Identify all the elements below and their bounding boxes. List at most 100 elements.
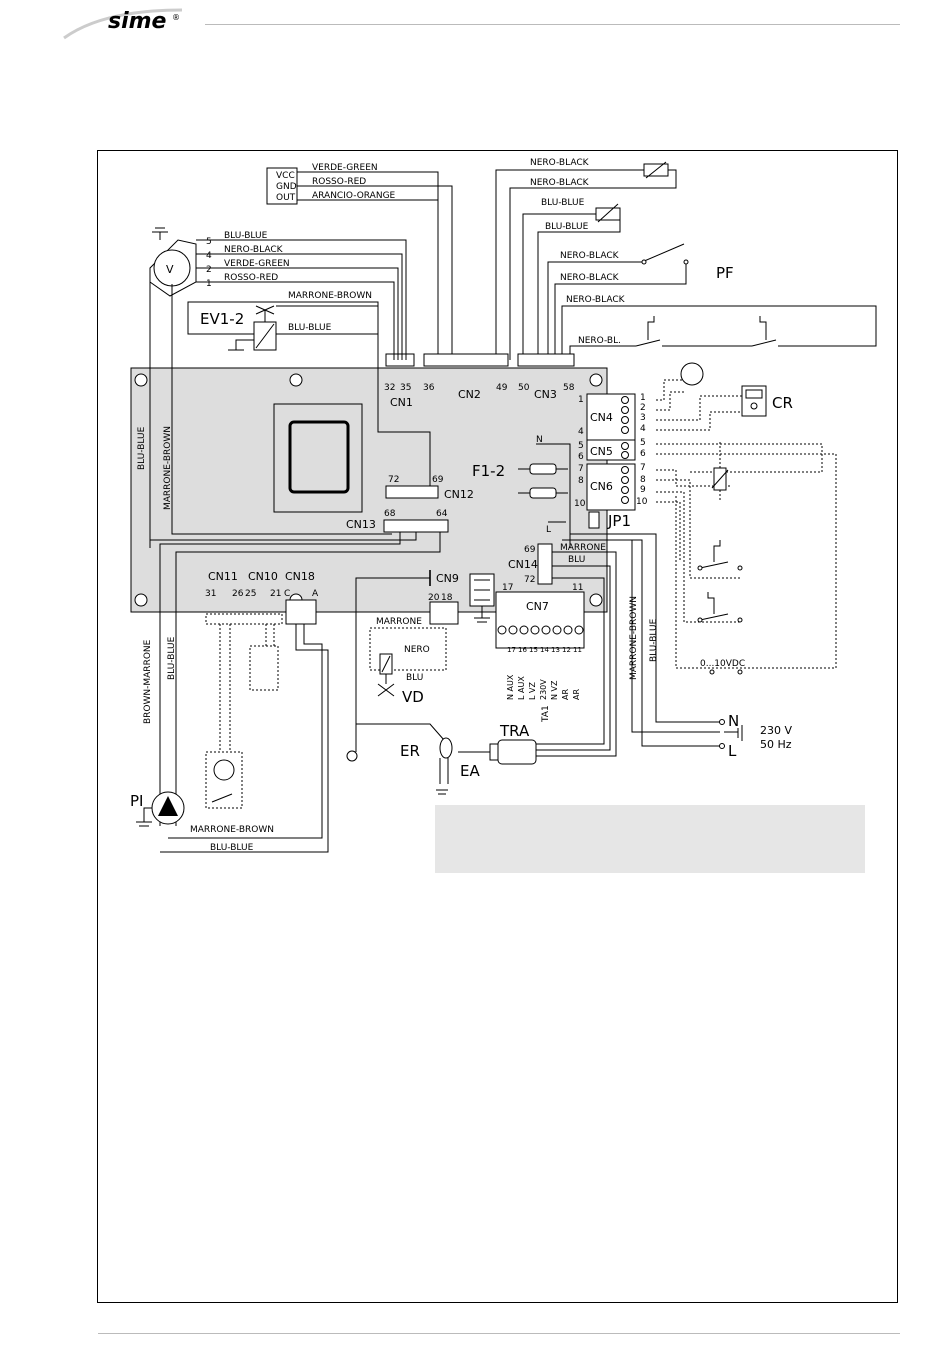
cn11-cn10-connector (205, 613, 283, 625)
analog-input-label: 0...10VDC (700, 659, 745, 669)
wire-nero-black-label: NERO-BLACK (530, 178, 590, 188)
wire-blu-blue-label: BLU-BLUE (541, 198, 585, 208)
svg-text:5: 5 (640, 438, 646, 448)
cn7-label: CN7 (526, 600, 549, 613)
pin-label: 58 (563, 383, 575, 393)
wire-marrone-brown-label: MARRONE-BROWN (190, 825, 274, 835)
wire-blu-blue-label: BLU-BLUE (649, 618, 659, 662)
gas-valve-box (369, 627, 447, 671)
cn7-terminal-number: 14 (540, 646, 549, 654)
svg-text:11: 11 (572, 583, 583, 593)
control-board (130, 367, 608, 613)
sensor-gnd-label: GND (276, 182, 297, 192)
wire-arancio-orange-label: ARANCIO-ORANGE (312, 191, 396, 201)
cn1-label: CN1 (390, 396, 413, 409)
wire-verde-green-label: VERDE-GREEN (312, 163, 378, 173)
wire-marrone-brown-label: MARRONE-BROWN (163, 426, 173, 510)
cn7-terminal-label: AR (572, 689, 581, 700)
ignition-transformer (497, 739, 537, 765)
wire-nero-black-label: NERO-BLACK (224, 245, 284, 255)
svg-text:5: 5 (578, 441, 584, 451)
svg-text:26: 26 (232, 589, 244, 599)
cn7-terminal-number: 17 (507, 646, 516, 654)
vd-label: VD (402, 688, 424, 706)
cn7-terminal-label: L VZ (528, 682, 537, 700)
cn6-label: CN6 (590, 480, 613, 493)
ignition-terminal (346, 750, 358, 762)
svg-text:17: 17 (502, 583, 513, 593)
svg-text:C: C (284, 589, 290, 599)
svg-text:9: 9 (640, 485, 646, 495)
svg-text:8: 8 (578, 476, 584, 486)
cn2-label: CN2 (458, 388, 481, 401)
pump-label: PI (130, 792, 143, 810)
diagram-frame (97, 150, 898, 1303)
svg-text:10: 10 (574, 499, 586, 509)
cn7-terminal-number: 13 (551, 646, 560, 654)
cn14-label: CN14 (508, 558, 538, 571)
l-terminal-label: L (546, 525, 551, 535)
mains-voltage-label: 230 V (760, 724, 792, 737)
pin-label: 49 (496, 383, 508, 393)
mains-l-label: L (728, 742, 737, 760)
svg-text:4: 4 (206, 251, 212, 261)
cn3-label: CN3 (534, 388, 557, 401)
svg-text:1: 1 (640, 393, 646, 403)
sensor-vcc-label: VCC (276, 171, 295, 181)
wire-blu-label: BLU (406, 673, 423, 683)
jp1-label: JP1 (607, 512, 631, 530)
cn11-label: CN11 (208, 570, 238, 583)
wire-nero-black-label: NERO-BLACK (530, 158, 590, 168)
svg-text:68: 68 (384, 509, 396, 519)
wire-blu-label: BLU (568, 555, 585, 565)
annotation-box (435, 805, 865, 873)
cn1-connector (385, 353, 415, 367)
mount-hole (134, 593, 148, 607)
cn18-connector (285, 599, 317, 625)
n-terminal-label: N (536, 435, 543, 445)
sime-logo: sime ® (63, 8, 183, 40)
svg-text:7: 7 (578, 464, 584, 474)
cn4-label: CN4 (590, 411, 613, 424)
cn7-terminal-label: L AUX (517, 676, 526, 700)
cn7-terminal-label: N AUX (506, 674, 515, 700)
cn13-connector (383, 519, 449, 533)
svg-text:A: A (312, 589, 319, 599)
svg-text:72: 72 (388, 475, 399, 485)
cn18-label: CN18 (285, 570, 315, 583)
svg-text:5: 5 (206, 237, 212, 247)
wire-nero-black-label: NERO-BLACK (560, 251, 620, 261)
jp1-jumper (588, 511, 600, 529)
wire-marrone-label: MARRONE (560, 543, 606, 553)
cn7-terminal-number: 16 (518, 646, 527, 654)
svg-text:3: 3 (640, 413, 646, 423)
er-label: ER (400, 742, 420, 760)
brand-registered: ® (172, 13, 180, 22)
ea-label: EA (460, 762, 480, 780)
cn14-connector (537, 543, 553, 585)
wire-nero-bl-label: NERO-BL. (578, 336, 621, 346)
wire-marrone-brown-label: MARRONE-BROWN (629, 596, 639, 680)
svg-text:69: 69 (432, 475, 444, 485)
mount-hole (589, 373, 603, 387)
cn7-terminal-number: 11 (573, 646, 582, 654)
svg-text:2: 2 (206, 265, 212, 275)
cn12-label: CN12 (444, 488, 474, 501)
wire-blu-blue-label: BLU-BLUE (167, 636, 177, 680)
pin-label: 50 (518, 383, 530, 393)
cn3-connector (517, 353, 575, 367)
cn7-terminal-label: N VZ (550, 680, 559, 700)
svg-text:21: 21 (270, 589, 281, 599)
cn20-connector (429, 601, 459, 625)
pin-label: 35 (400, 383, 411, 393)
cn9-label: CN9 (436, 572, 459, 585)
wire-blu-blue-label: BLU-BLUE (288, 323, 332, 333)
wire-verde-green-label: VERDE-GREEN (224, 259, 290, 269)
mount-hole (289, 373, 303, 387)
cn10-label: CN10 (248, 570, 278, 583)
pf-label: PF (716, 264, 734, 282)
cn7-terminal-number: 12 (562, 646, 571, 654)
cn7-block (495, 591, 585, 649)
